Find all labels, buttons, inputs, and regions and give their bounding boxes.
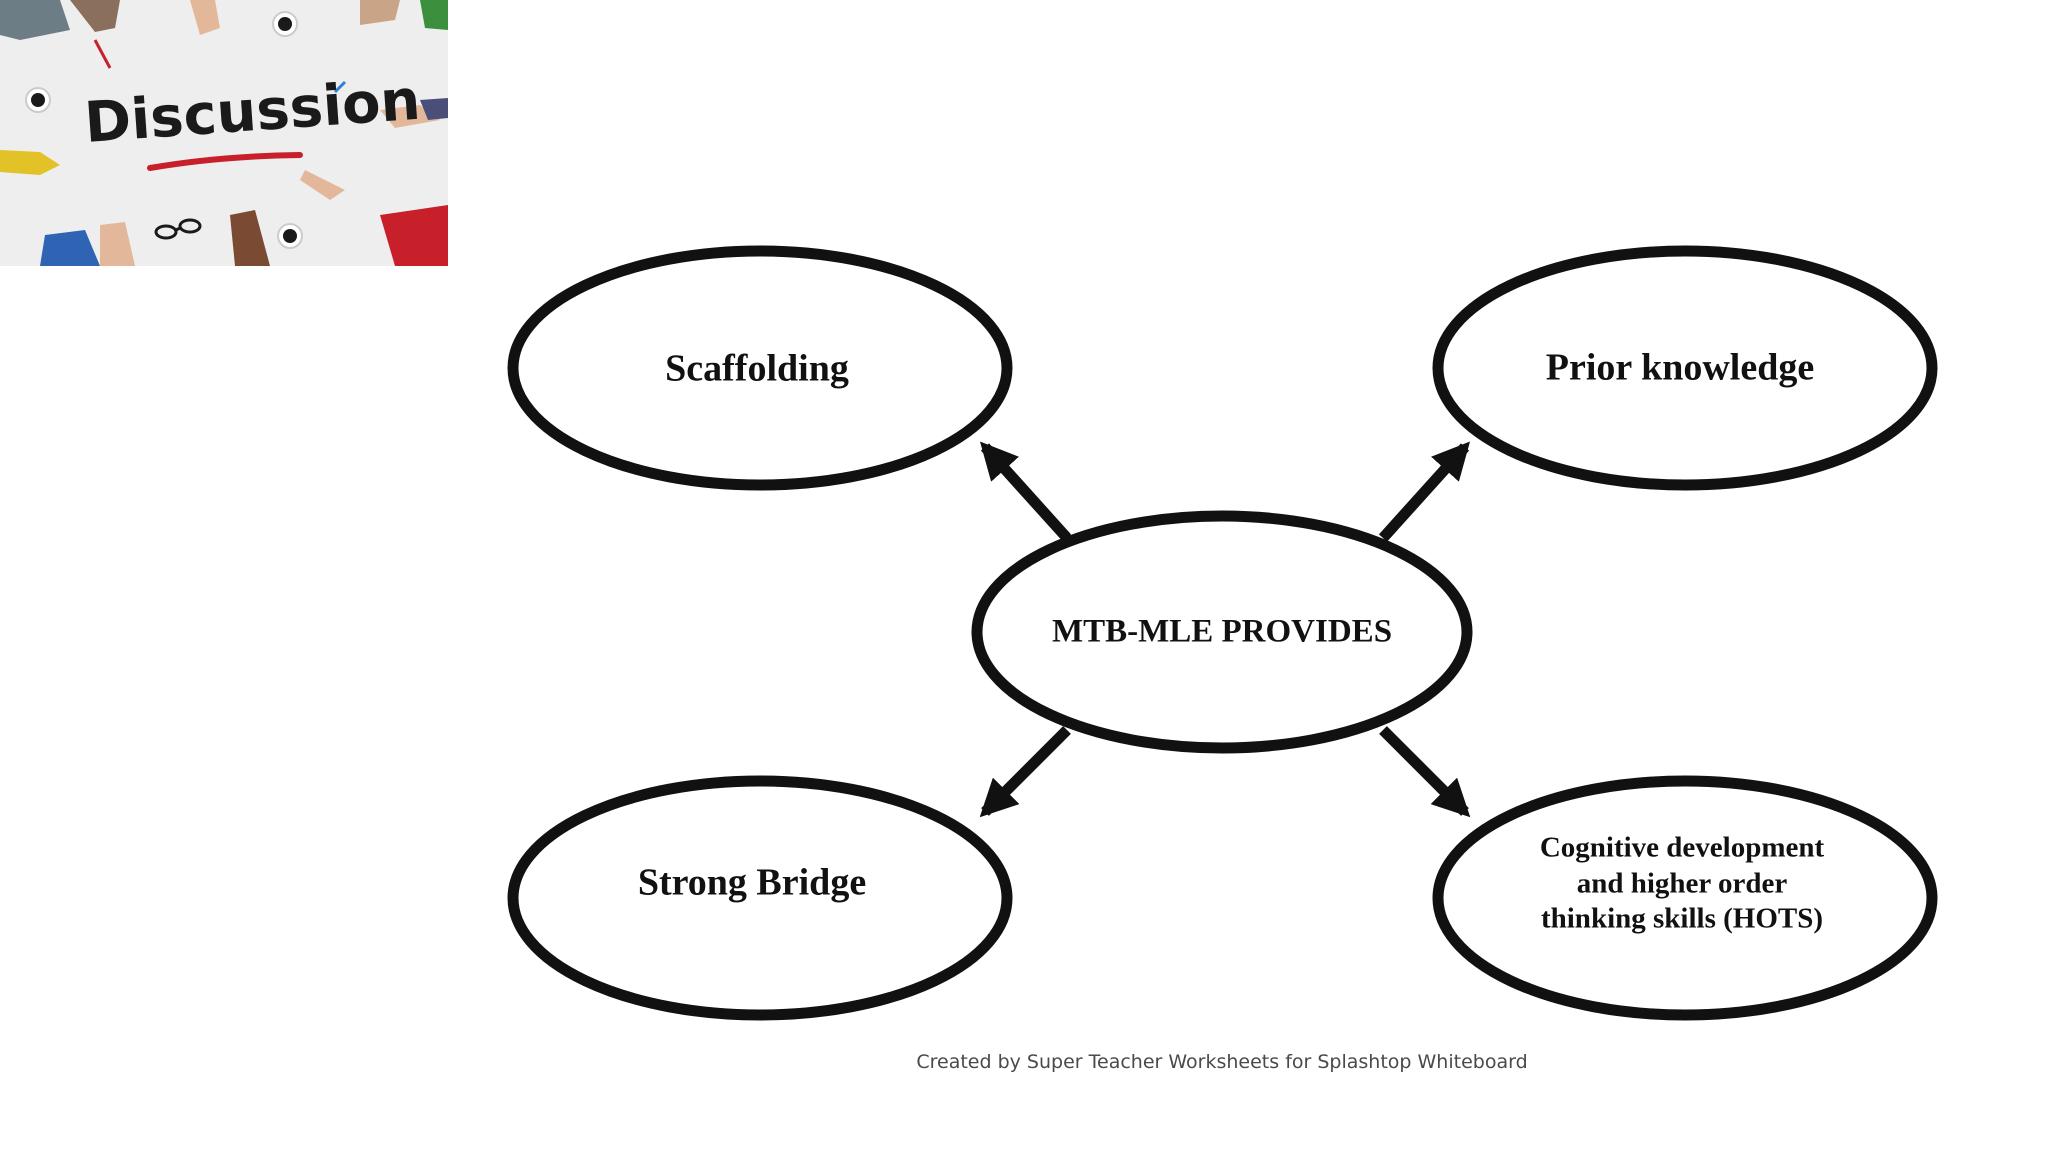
arm-shape	[0, 0, 70, 40]
arrow-to-scaffolding	[979, 441, 1072, 542]
hand-shape	[230, 210, 270, 266]
node-label-line: and higher order	[1577, 868, 1788, 900]
node-prior-knowledge: Prior knowledge	[1432, 245, 1938, 491]
cup-icon	[283, 229, 297, 243]
node-cognitive-development: Cognitive development and higher order t…	[1432, 775, 1938, 1021]
cup-icon	[278, 17, 292, 31]
arrow-to-strong-bridge	[979, 726, 1071, 818]
sleeve-shape	[40, 230, 100, 266]
pen-icon	[93, 39, 112, 69]
discussion-photo: Discussion	[0, 0, 448, 266]
arrow-to-cognitive-development	[1379, 726, 1471, 818]
sleeve-shape	[420, 0, 448, 30]
node-label-scaffolding: Scaffolding	[665, 348, 849, 390]
sleeve-shape	[420, 98, 448, 120]
node-ellipse	[507, 245, 1013, 491]
credit-text: Created by Super Teacher Worksheets for …	[916, 1051, 1527, 1073]
arm-shape	[70, 0, 120, 32]
node-ellipse	[1432, 245, 1938, 491]
center-label: MTB-MLE PROVIDES	[1052, 614, 1392, 650]
node-scaffolding: Scaffolding	[507, 245, 1013, 491]
node-label-line: Cognitive development	[1540, 832, 1825, 864]
cup-icon	[31, 93, 45, 107]
hand-shape	[300, 170, 345, 200]
word-underline	[147, 152, 303, 171]
hand-shape	[100, 222, 135, 266]
node-ellipse	[507, 775, 1013, 1021]
glasses-icon	[154, 218, 202, 240]
hand-shape	[190, 0, 220, 35]
sleeve-shape	[0, 150, 60, 175]
node-strong-bridge: Strong Bridge	[507, 775, 1013, 1021]
node-center: MTB-MLE PROVIDES	[971, 510, 1473, 754]
node-ellipse	[1432, 775, 1938, 1021]
node-label-line: thinking skills (HOTS)	[1541, 903, 1823, 935]
sleeve-shape	[380, 205, 448, 266]
arrow-to-prior-knowledge	[1378, 441, 1471, 542]
hand-shape	[360, 0, 400, 25]
pen-icon	[333, 80, 347, 94]
center-ellipse	[971, 510, 1473, 754]
node-label-strong-bridge: Strong Bridge	[638, 862, 866, 904]
arrows	[979, 441, 1471, 818]
node-label-prior-knowledge: Prior knowledge	[1546, 347, 1814, 389]
